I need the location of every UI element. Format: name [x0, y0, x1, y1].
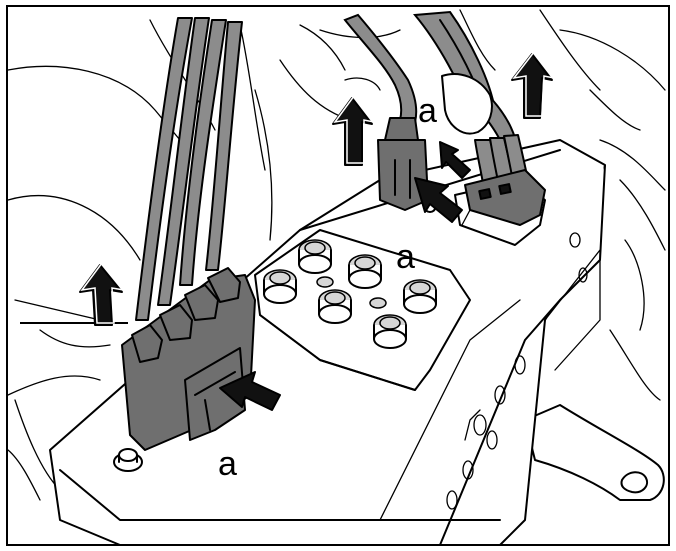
arrow-up-right — [511, 50, 556, 119]
callout-label-middle: a — [396, 238, 415, 276]
terminal-studs — [263, 239, 437, 349]
arrow-press-middle-connector — [414, 177, 463, 223]
connector-middle — [343, 13, 436, 213]
arrow-up-middle — [332, 94, 376, 166]
mounting-bracket — [524, 404, 665, 501]
callout-label-top: a — [418, 92, 437, 130]
callout-label-bottom: a — [218, 445, 237, 483]
connector-right — [454, 169, 546, 246]
arrow-press-left-connector — [219, 371, 281, 411]
arrow-press-right-connector — [439, 141, 471, 179]
arrow-up-left — [79, 261, 126, 326]
connector-left — [121, 17, 256, 451]
screw — [113, 448, 143, 472]
